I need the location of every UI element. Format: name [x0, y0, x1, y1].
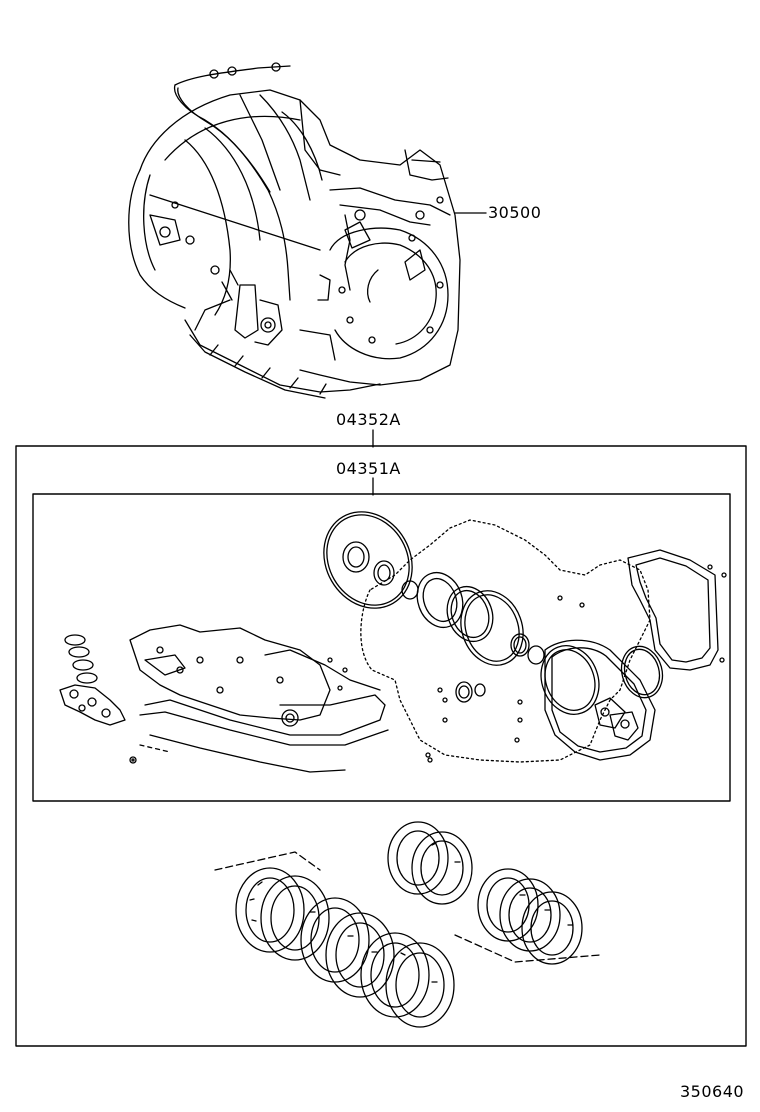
callout-04351A: 04351A [336, 459, 401, 478]
gasket-kit-frame [33, 494, 730, 801]
diagram-id: 350640 [680, 1082, 745, 1101]
gasket-kit-parts-drawing [60, 496, 726, 772]
clutch-discs-drawing [215, 822, 600, 1027]
overhaul-kit-frame [16, 446, 746, 1046]
callout-30500: 30500 [488, 203, 542, 222]
callout-04352A: 04352A [336, 410, 401, 429]
transaxle-assembly-drawing [129, 63, 460, 398]
